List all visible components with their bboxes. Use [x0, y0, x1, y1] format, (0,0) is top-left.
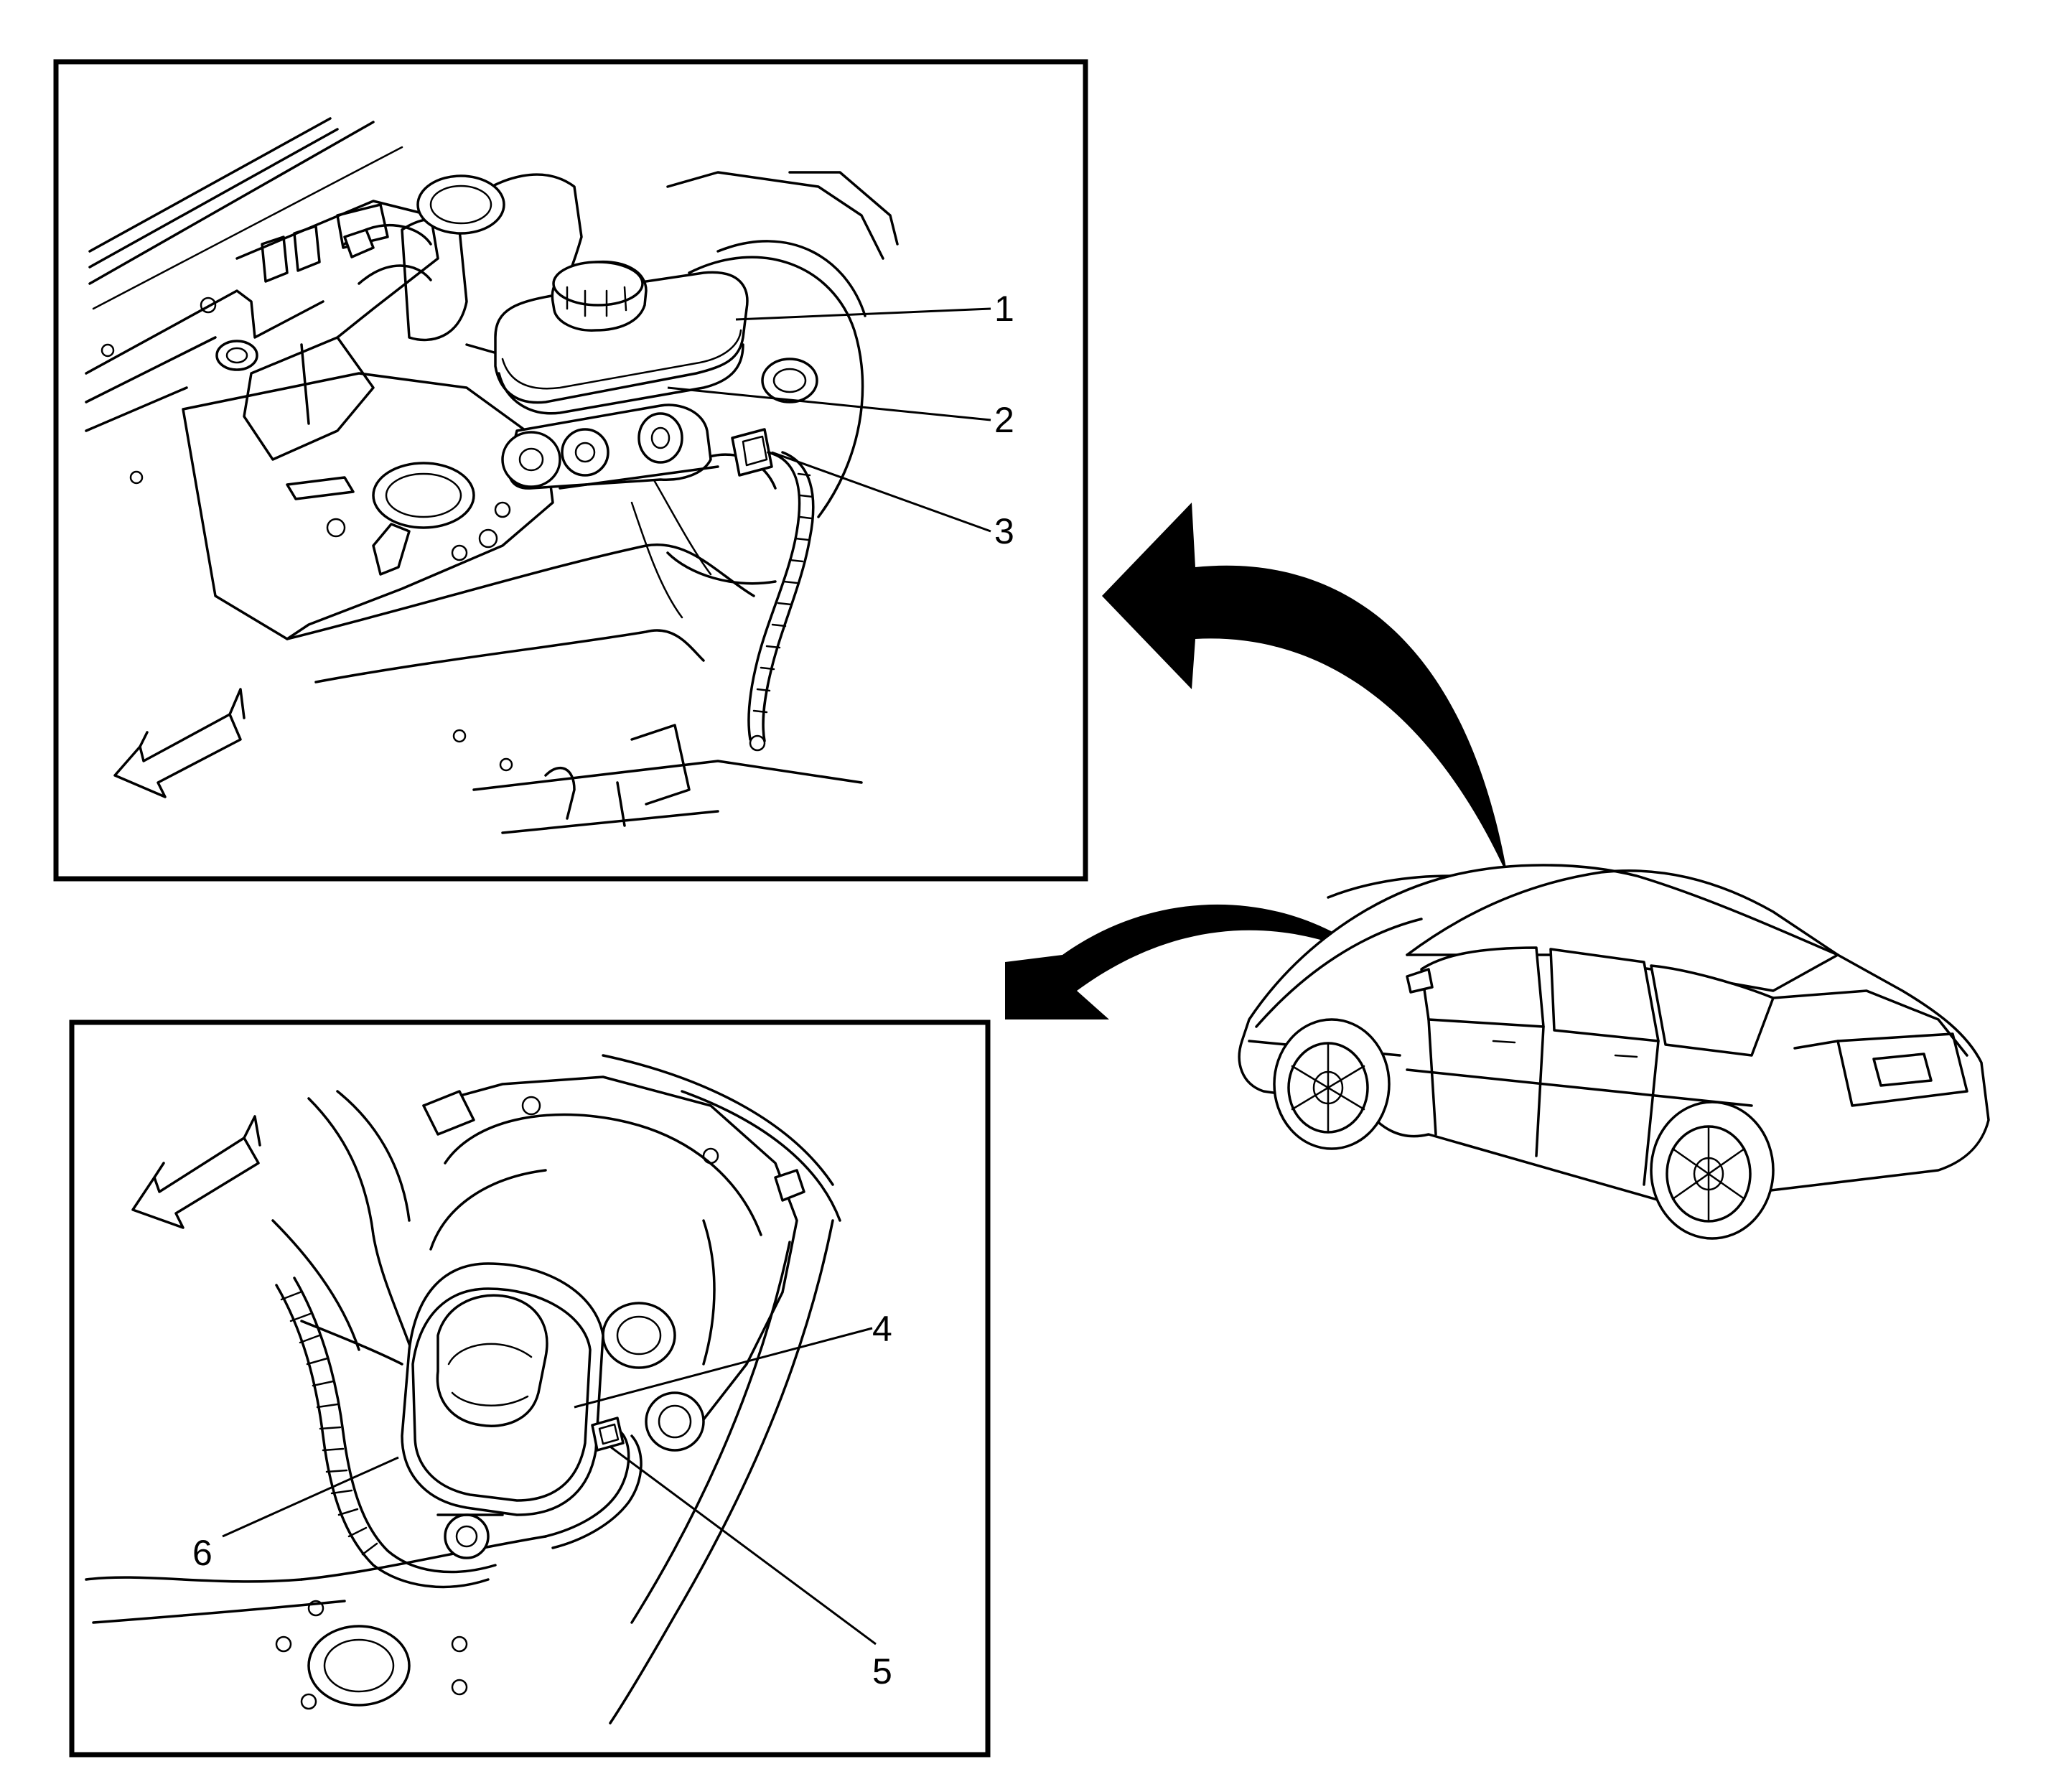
floor-plate: [129, 372, 755, 772]
callout-3: 3: [994, 511, 1014, 551]
front-direction-arrow-icon-bottom: [131, 1115, 261, 1229]
view-location-arrow-icon-lower: [1005, 904, 1378, 1019]
bottom-inset-frame: [69, 1019, 991, 1758]
callout-6: 6: [192, 1533, 212, 1573]
leader-2: [667, 386, 991, 421]
leader-4: [574, 1327, 873, 1409]
master-cylinder-body: [501, 403, 719, 490]
leader-1: [735, 307, 991, 321]
body-panels: [85, 1054, 841, 1725]
view-location-arrow-icon: [1102, 503, 1508, 876]
callout-4: 4: [872, 1309, 892, 1349]
fluid-level-sensor-connector: [731, 428, 815, 752]
lower-frame: [472, 724, 863, 834]
front-direction-arrow-icon: [113, 688, 246, 798]
floor-holes: [275, 1600, 468, 1710]
callout-2: 2: [994, 400, 1014, 440]
strut-bracket: [215, 200, 439, 461]
fluid-level-sensor-connector-top: [544, 1417, 643, 1549]
sedan-vehicle-icon: [1238, 864, 1990, 1240]
leader-6: [222, 1456, 399, 1538]
leader-3: [771, 451, 991, 533]
top-inset: 1 2 3: [53, 59, 1088, 882]
cowl-panel: [85, 117, 403, 432]
callout-5: 5: [872, 1651, 892, 1691]
master-cylinder-reservoir: [494, 260, 749, 415]
brake-booster: [630, 171, 899, 619]
top-inset-frame: [53, 59, 1088, 882]
callout-1: 1: [994, 289, 1014, 329]
wiring-harness: [275, 1277, 497, 1589]
leader-5: [609, 1445, 877, 1646]
master-cylinder-reservoir-top: [401, 1262, 604, 1559]
coolant-reservoir: [343, 173, 583, 360]
brake-booster-top: [422, 1075, 805, 1452]
bottom-inset: 4 5 6: [69, 1019, 991, 1758]
